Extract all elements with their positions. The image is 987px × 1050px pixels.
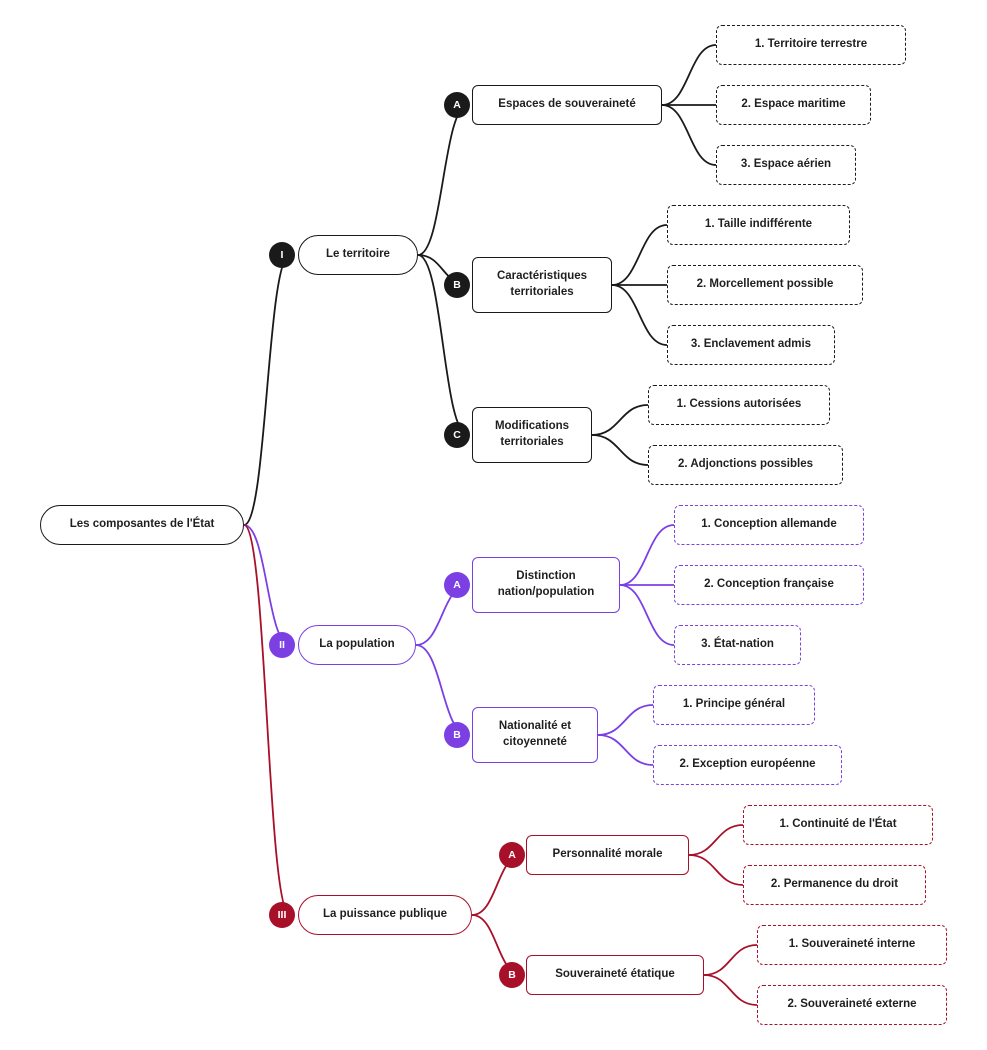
root-node[interactable]: Les composantes de l'État (40, 505, 244, 545)
leaf-node-1-souverainete-interne[interactable]: 1. Souveraineté interne (757, 925, 947, 965)
leaf-node-1-taille-indifferente[interactable]: 1. Taille indifférente (667, 205, 850, 245)
leaf-node-3-enclavement-admis[interactable]: 3. Enclavement admis (667, 325, 835, 365)
section-node-souverainete-etatique-label: Souveraineté étatique (555, 968, 675, 981)
link-souverainete-etatique-2-souverainete-externe (703, 974, 758, 1006)
link-espaces-de-souverainete-1-territoire-terrestre (661, 44, 717, 106)
link-nationalite-et-citoyennete-2-exception-europeenne (597, 734, 654, 766)
link-modifications-territoriales-2-adjonctions-possibles (591, 434, 649, 466)
leaf-node-2-espace-maritime-label: 2. Espace maritime (741, 98, 846, 111)
part-node-la-puissance-publique-label: La puissance publique (323, 908, 447, 921)
part-badge-la-population: II (269, 632, 295, 658)
leaf-node-3-enclavement-admis-label: 3. Enclavement admis (690, 338, 812, 351)
leaf-node-3-etat-nation-label: 3. État-nation (701, 638, 774, 651)
part-node-le-territoire[interactable]: Le territoire (298, 235, 418, 275)
link-root-la-population (243, 524, 291, 646)
part-node-la-puissance-publique[interactable]: La puissance publique (298, 895, 472, 935)
link-caracteristiques-territoriales-1-taille-indifferente (611, 224, 668, 286)
link-espaces-de-souverainete-3-espace-aerien (661, 104, 717, 166)
section-badge-caracteristiques-territoriales: B (444, 272, 470, 298)
section-node-espaces-de-souverainete[interactable]: Espaces de souveraineté (472, 85, 662, 125)
link-souverainete-etatique-1-souverainete-interne (703, 944, 758, 976)
leaf-node-1-territoire-terrestre[interactable]: 1. Territoire terrestre (716, 25, 906, 65)
leaf-node-1-principe-general[interactable]: 1. Principe général (653, 685, 815, 725)
leaf-node-3-espace-aerien[interactable]: 3. Espace aérien (716, 145, 856, 185)
link-distinction-nation-population-3-etat-nation (619, 584, 675, 646)
part-badge-la-puissance-publique: III (269, 902, 295, 928)
section-node-espaces-de-souverainete-label: Espaces de souveraineté (498, 98, 636, 111)
leaf-node-2-souverainete-externe[interactable]: 2. Souveraineté externe (757, 985, 947, 1025)
link-nationalite-et-citoyennete-1-principe-general (597, 704, 654, 736)
leaf-node-2-exception-europeenne-label: 2. Exception européenne (679, 758, 816, 771)
leaf-node-1-cessions-autorisees-label: 1. Cessions autorisées (676, 398, 802, 411)
section-node-souverainete-etatique[interactable]: Souveraineté étatique (526, 955, 704, 995)
link-personnalite-morale-2-permanence-du-droit (688, 854, 744, 886)
section-node-caracteristiques-territoriales-label: Caractéristiques territoriales (496, 270, 588, 298)
leaf-node-2-adjonctions-possibles-label: 2. Adjonctions possibles (677, 458, 814, 471)
leaf-node-2-permanence-du-droit-label: 2. Permanence du droit (770, 878, 899, 891)
leaf-node-1-principe-general-label: 1. Principe général (682, 698, 786, 711)
leaf-node-1-conception-allemande[interactable]: 1. Conception allemande (674, 505, 864, 545)
leaf-node-1-cessions-autorisees[interactable]: 1. Cessions autorisées (648, 385, 830, 425)
section-node-modifications-territoriales[interactable]: Modifications territoriales (472, 407, 592, 463)
section-badge-souverainete-etatique: B (499, 962, 525, 988)
section-node-distinction-nation-population-label: Distinction nation/population (497, 570, 595, 598)
link-le-territoire-espaces-de-souverainete (417, 104, 469, 256)
leaf-node-1-conception-allemande-label: 1. Conception allemande (701, 518, 837, 531)
leaf-node-2-permanence-du-droit[interactable]: 2. Permanence du droit (743, 865, 926, 905)
link-personnalite-morale-1-continuite-de-l-etat (688, 824, 744, 856)
link-caracteristiques-territoriales-3-enclavement-admis (611, 284, 668, 346)
link-root-le-territoire (243, 254, 291, 526)
part-node-le-territoire-label: Le territoire (326, 248, 390, 261)
part-node-la-population-label: La population (319, 638, 395, 651)
section-node-distinction-nation-population[interactable]: Distinction nation/population (472, 557, 620, 613)
leaf-node-1-continuite-de-l-etat[interactable]: 1. Continuité de l'État (743, 805, 933, 845)
section-node-caracteristiques-territoriales[interactable]: Caractéristiques territoriales (472, 257, 612, 313)
section-badge-personnalite-morale: A (499, 842, 525, 868)
leaf-node-1-souverainete-interne-label: 1. Souveraineté interne (788, 938, 916, 951)
leaf-node-2-morcellement-possible-label: 2. Morcellement possible (696, 278, 834, 291)
leaf-node-3-espace-aerien-label: 3. Espace aérien (740, 158, 832, 171)
leaf-node-2-adjonctions-possibles[interactable]: 2. Adjonctions possibles (648, 445, 843, 485)
leaf-node-2-conception-francaise[interactable]: 2. Conception française (674, 565, 864, 605)
section-node-nationalite-et-citoyennete-label: Nationalité et citoyenneté (498, 720, 572, 748)
section-node-personnalite-morale-label: Personnalité morale (552, 848, 663, 861)
part-node-la-population[interactable]: La population (298, 625, 416, 665)
leaf-node-2-espace-maritime[interactable]: 2. Espace maritime (716, 85, 871, 125)
leaf-node-1-continuite-de-l-etat-label: 1. Continuité de l'État (779, 818, 897, 831)
link-modifications-territoriales-1-cessions-autorisees (591, 404, 649, 436)
leaf-node-3-etat-nation[interactable]: 3. État-nation (674, 625, 801, 665)
leaf-node-2-morcellement-possible[interactable]: 2. Morcellement possible (667, 265, 863, 305)
leaf-node-1-taille-indifferente-label: 1. Taille indifférente (704, 218, 813, 231)
section-badge-espaces-de-souverainete: A (444, 92, 470, 118)
link-root-la-puissance-publique (243, 524, 291, 916)
section-node-nationalite-et-citoyennete[interactable]: Nationalité et citoyenneté (472, 707, 598, 763)
leaf-node-2-conception-francaise-label: 2. Conception française (704, 578, 834, 591)
section-badge-nationalite-et-citoyennete: B (444, 722, 470, 748)
leaf-node-2-souverainete-externe-label: 2. Souveraineté externe (787, 998, 917, 1011)
leaf-node-2-exception-europeenne[interactable]: 2. Exception européenne (653, 745, 842, 785)
root-node-label: Les composantes de l'État (69, 518, 215, 531)
part-badge-le-territoire: I (269, 242, 295, 268)
link-distinction-nation-population-1-conception-allemande (619, 524, 675, 586)
section-badge-modifications-territoriales: C (444, 422, 470, 448)
section-node-modifications-territoriales-label: Modifications territoriales (494, 420, 570, 448)
section-node-personnalite-morale[interactable]: Personnalité morale (526, 835, 689, 875)
leaf-node-1-territoire-terrestre-label: 1. Territoire terrestre (754, 38, 868, 51)
section-badge-distinction-nation-population: A (444, 572, 470, 598)
